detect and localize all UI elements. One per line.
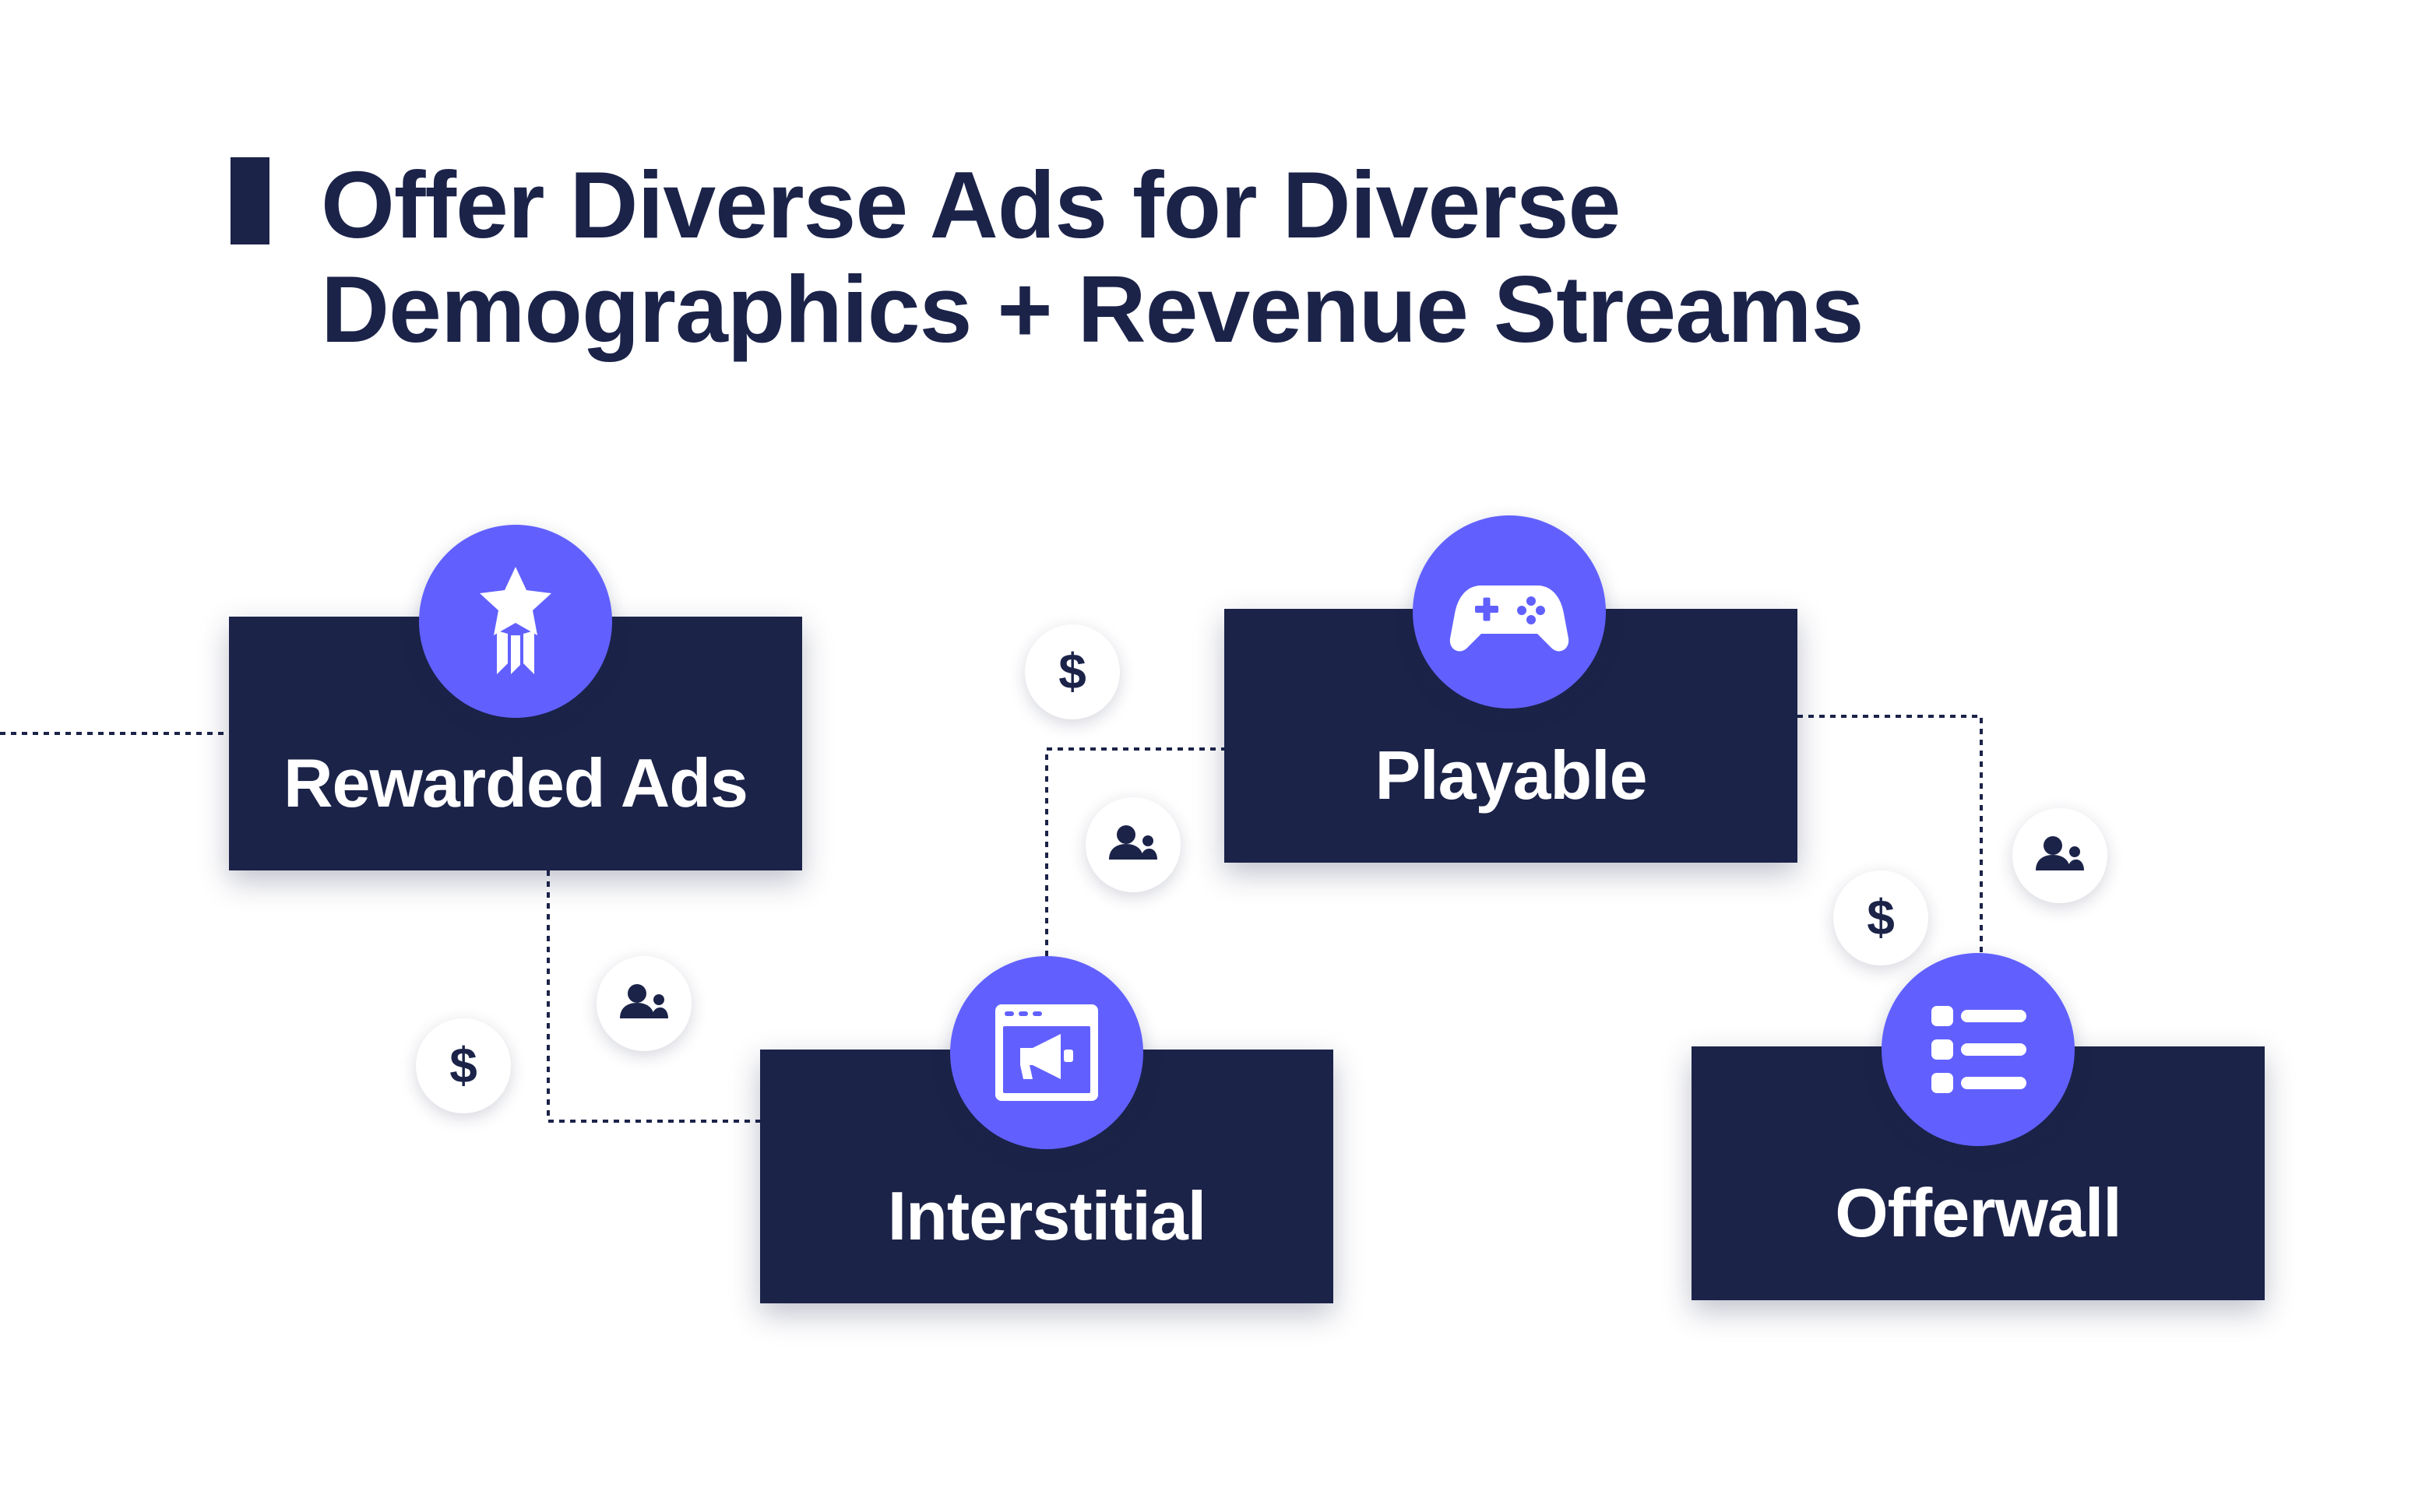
users-icon xyxy=(620,984,668,1018)
star-ribbon-icon xyxy=(480,567,551,674)
card-rewarded-ads-label: Rewarded Ads xyxy=(283,744,748,821)
users-icon xyxy=(2036,836,2084,870)
dollar-icon: $ xyxy=(449,1039,477,1093)
card-playable-label: Playable xyxy=(1375,737,1647,814)
dollar-icon: $ xyxy=(1058,645,1086,699)
connector-interstitial-to-playable xyxy=(1045,747,1224,956)
dollar-symbol: $ xyxy=(1867,891,1895,945)
gamepad-icon xyxy=(1449,585,1569,652)
dollar-symbol: $ xyxy=(449,1039,477,1093)
playable-badge xyxy=(1413,515,1606,709)
page-title: Offer Diverse Ads for Diverse Demographi… xyxy=(321,153,1956,361)
interstitial-badge xyxy=(950,956,1143,1149)
browser-megaphone-icon xyxy=(995,1004,1098,1101)
users-icon xyxy=(1109,825,1157,860)
connector-rewarded-to-interstitial xyxy=(547,870,760,1123)
title-accent-bar xyxy=(231,157,269,244)
dollar-icon: $ xyxy=(1867,891,1895,945)
dollar-symbol: $ xyxy=(1058,645,1086,699)
card-interstitial-label: Interstitial xyxy=(887,1177,1207,1254)
card-offerwall-label: Offerwall xyxy=(1835,1174,2122,1251)
page-title-line-1: Offer Diverse Ads for Diverse xyxy=(321,152,1621,258)
dollar-chip: $ xyxy=(1025,624,1120,719)
dollar-chip: $ xyxy=(1833,870,1928,965)
users-chip xyxy=(597,956,692,1051)
list-icon xyxy=(1931,1006,2026,1093)
page-title-line-2: Demographics + Revenue Streams xyxy=(321,256,1864,362)
rewarded-ads-badge xyxy=(419,525,612,718)
dollar-chip: $ xyxy=(416,1018,511,1113)
offerwall-badge xyxy=(1882,953,2075,1146)
connector-playable-to-offerwall xyxy=(1797,715,1983,953)
card-playable: Playable xyxy=(1224,609,1797,863)
users-chip xyxy=(2012,808,2107,903)
users-chip xyxy=(1086,797,1181,892)
